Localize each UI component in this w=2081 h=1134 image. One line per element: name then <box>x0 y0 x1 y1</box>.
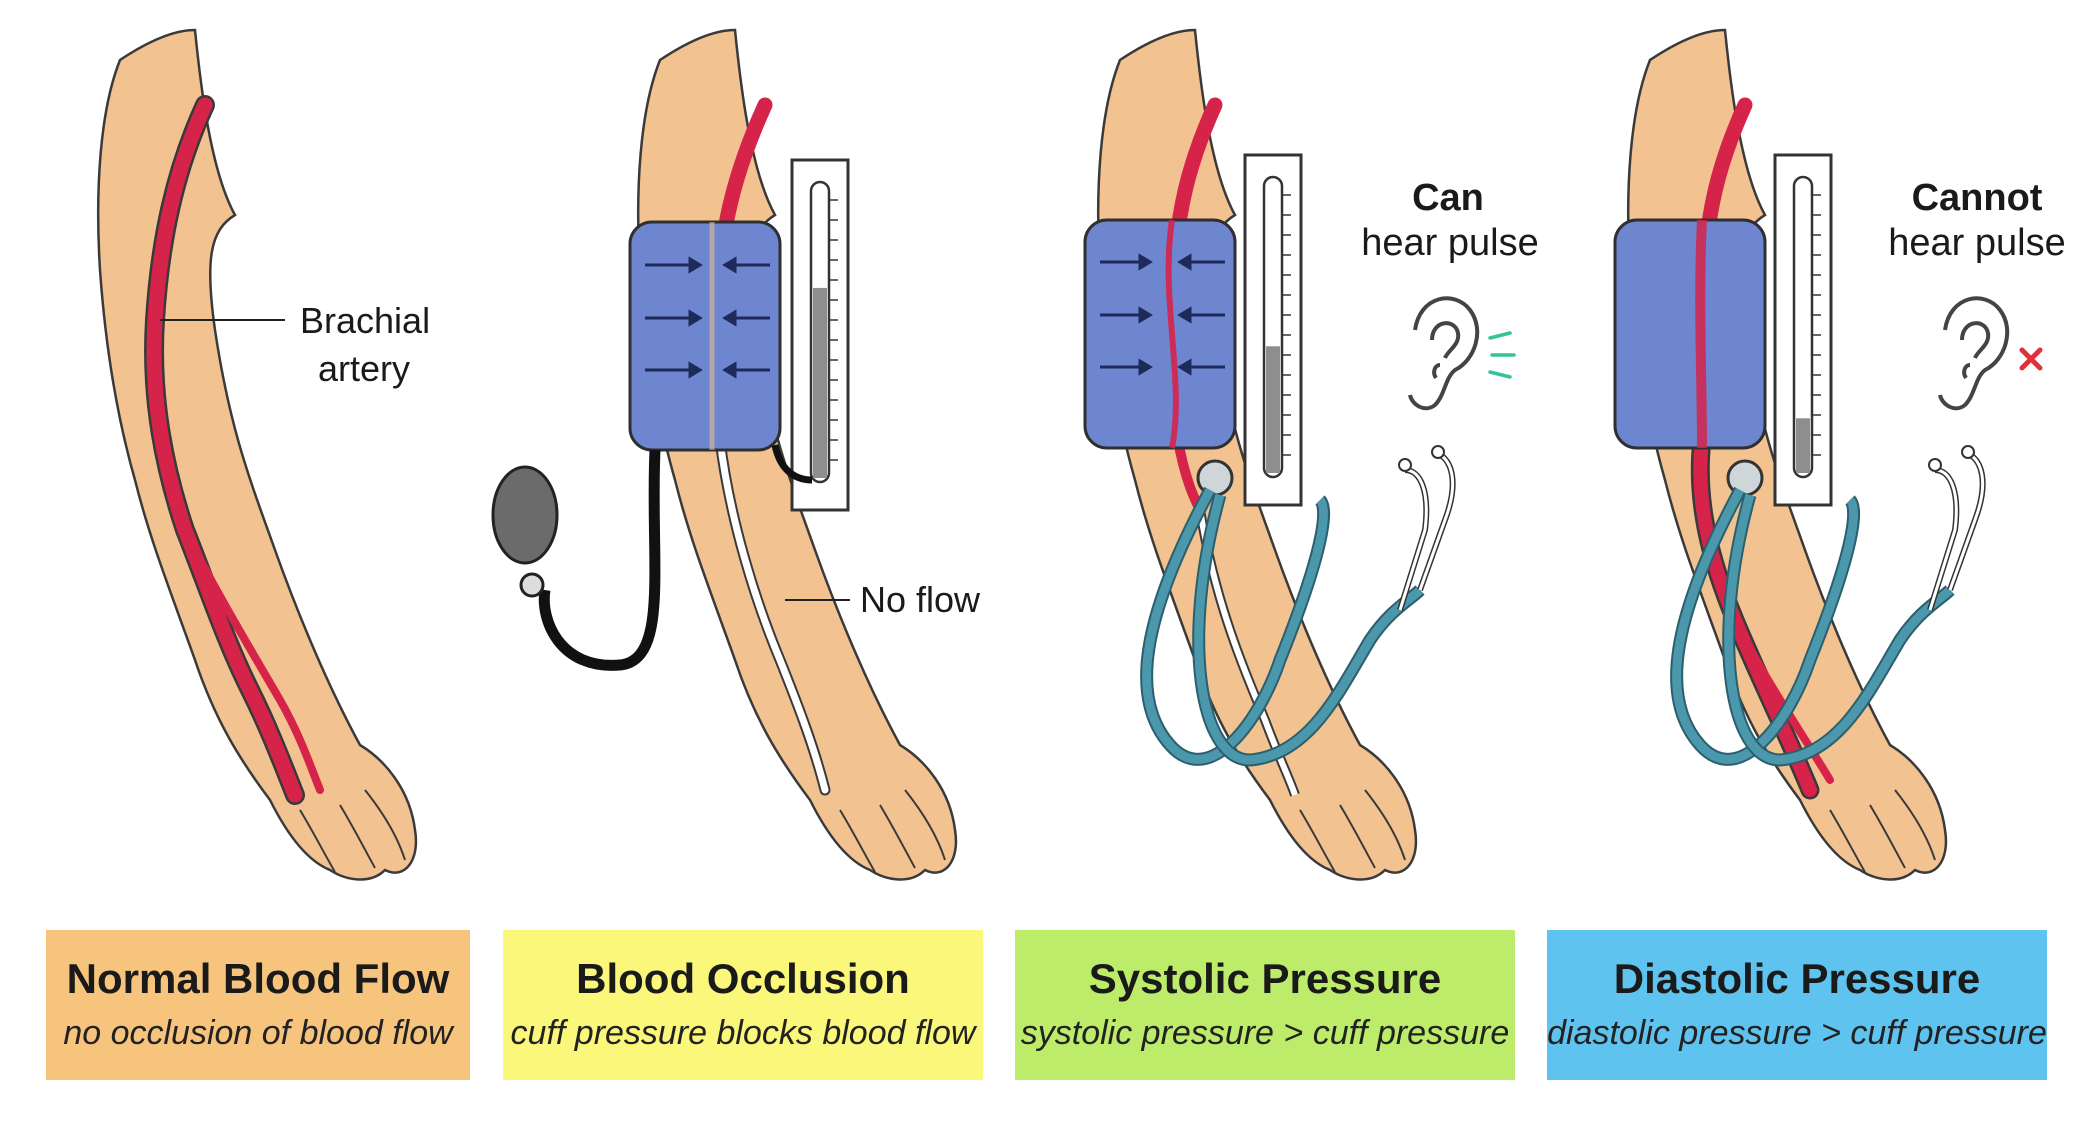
caption-title: Blood Occlusion <box>576 954 910 1002</box>
label-brachial-line1: Brachial <box>300 300 430 341</box>
pressure-arrows <box>645 256 770 379</box>
manometer-icon <box>1243 153 1303 507</box>
bp-cuff <box>1083 218 1237 450</box>
bp-cuff <box>1613 218 1767 450</box>
caption-diastolic: Diastolic Pressure diastolic pressure > … <box>1547 930 2047 1080</box>
caption-title: Diastolic Pressure <box>1613 954 1981 1002</box>
caption-blood-occlusion: Blood Occlusion cuff pressure blocks blo… <box>503 930 983 1080</box>
caption-title: Normal Blood Flow <box>66 954 450 1002</box>
caption-subtitle: diastolic pressure > cuff pressure <box>1547 1014 2047 1053</box>
manometer-icon <box>790 158 850 512</box>
arm-illustration <box>96 28 418 881</box>
panel-blood-occlusion: No flow <box>491 28 981 881</box>
manometer-fill <box>1266 346 1280 473</box>
manometer-fill <box>813 287 827 478</box>
label-hear-pulse: hear pulse <box>1888 222 2065 264</box>
caption-systolic: Systolic Pressure systolic pressure > cu… <box>1015 930 1515 1080</box>
manometer-fill <box>1796 418 1810 473</box>
caption-subtitle: no occlusion of blood flow <box>63 1014 453 1053</box>
caption-subtitle: systolic pressure > cuff pressure <box>1020 1014 1510 1053</box>
label-cannot: Cannot <box>1912 177 2043 219</box>
bulb-pump-icon <box>491 465 559 565</box>
stethoscope-icon <box>1140 445 1456 767</box>
caption-normal-flow: Normal Blood Flow no occlusion of blood … <box>46 930 470 1080</box>
panel-systolic: Can hear pulse <box>1083 28 1539 881</box>
label-brachial-line2: artery <box>318 348 410 389</box>
x-mark-icon <box>2019 347 2043 371</box>
ear-icon <box>1938 296 2010 411</box>
sound-waves-icon <box>1488 331 1516 379</box>
panel-normal-flow: Brachial artery <box>96 28 430 881</box>
stethoscope-icon <box>1670 445 1986 767</box>
label-no-flow: No flow <box>860 579 981 620</box>
ear-icon <box>1408 296 1480 411</box>
label-hear-pulse: hear pulse <box>1361 222 1538 264</box>
label-can: Can <box>1412 177 1484 219</box>
caption-subtitle: cuff pressure blocks blood flow <box>510 1014 976 1053</box>
caption-title: Systolic Pressure <box>1088 954 1442 1002</box>
bp-cuff <box>628 220 782 452</box>
panel-diastolic: Cannot hear pulse <box>1613 28 2066 881</box>
manometer-icon <box>1773 153 1833 507</box>
